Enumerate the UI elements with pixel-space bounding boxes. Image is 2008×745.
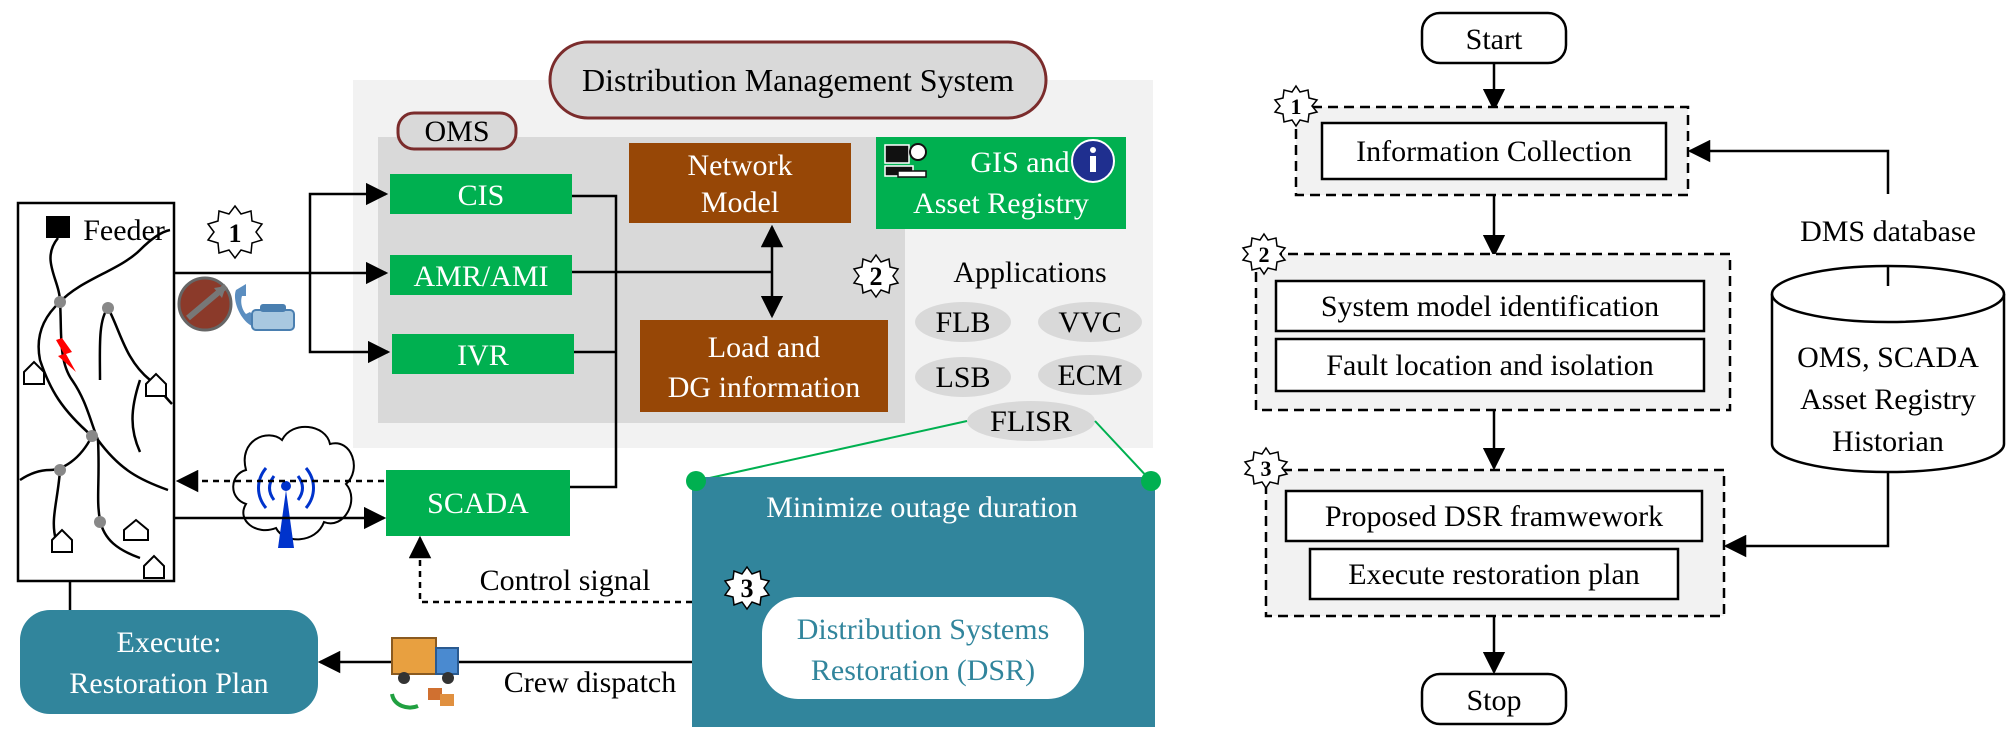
app-flisr: FLISR [967,401,1095,441]
svg-text:Network: Network [688,149,793,182]
oms-label: OMS [396,111,518,151]
svg-text:Restoration Plan: Restoration Plan [69,667,268,700]
svg-text:SCADA: SCADA [427,487,529,520]
svg-text:Fault location and isolation: Fault location and isolation [1326,349,1653,382]
app-vvc: VVC [1038,302,1142,342]
svg-text:VVC: VVC [1058,306,1121,339]
db-to-step3 [1723,472,1890,558]
flow-system-model: System model identification [1274,279,1706,333]
svg-text:AMR/AMI: AMR/AMI [413,260,548,293]
flisr-link-left [695,420,968,482]
svg-text:Restoration (DSR): Restoration (DSR) [811,654,1035,687]
amr-box: AMR/AMI [390,255,572,295]
dsr-box: Distribution Systems Restoration (DSR) [762,597,1084,699]
phone-icon [234,284,295,331]
svg-text:ECM: ECM [1057,359,1122,392]
svg-text:CIS: CIS [458,179,505,212]
flow-execute-plan: Execute restoration plan [1308,547,1680,601]
info-icon [1071,139,1115,183]
feeder-box: Feeder [16,201,176,583]
svg-text:Information Collection: Information Collection [1356,135,1632,168]
badge-3-flow: 3 [1243,446,1289,490]
svg-text:OMS: OMS [424,115,489,148]
crew-dispatch-label: Crew dispatch [504,666,676,699]
dms-title: Distribution Management System [548,40,1048,120]
feeder-source-icon [46,216,70,238]
db-title: DMS database [1800,215,1976,248]
svg-text:3: 3 [1261,456,1272,481]
flisr-link-right [1094,420,1152,482]
scada-box: SCADA [386,470,570,536]
feeder-ivr-line [308,273,391,364]
svg-text:System model identification: System model identification [1321,290,1659,323]
cis-scada-connector [570,194,618,489]
flow-proposed-dsr: Proposed DSR framwework [1284,489,1704,543]
app-ecm: ECM [1038,355,1142,395]
svg-text:LSB: LSB [935,361,990,394]
svg-text:Feeder: Feeder [83,214,165,247]
svg-text:Execute restoration plan: Execute restoration plan [1348,558,1640,591]
flow-fault-location: Fault location and isolation [1274,337,1706,393]
meter-icon [177,276,233,332]
svg-text:OMS, SCADA: OMS, SCADA [1797,341,1979,374]
gis-box: GIS and Asset Registry [876,137,1126,229]
app-lsb: LSB [915,357,1011,397]
svg-text:Asset Registry: Asset Registry [1800,383,1976,416]
feeder-cis-line [308,182,389,273]
svg-text:DG information: DG information [668,371,860,404]
svg-text:Start: Start [1466,23,1523,56]
svg-text:IVR: IVR [457,339,509,372]
svg-text:Historian: Historian [1832,425,1944,458]
svg-text:3: 3 [741,574,754,603]
svg-text:Proposed DSR framwework: Proposed DSR framwework [1325,500,1663,533]
cis-box: CIS [390,174,572,214]
control-signal-label: Control signal [480,564,651,597]
svg-text:FLISR: FLISR [990,405,1072,438]
ivr-box: IVR [392,334,574,374]
svg-text:2: 2 [1259,242,1270,267]
svg-text:Asset Registry: Asset Registry [913,187,1089,220]
computer-icon [884,143,927,178]
execute-box: Execute: Restoration Plan [20,610,318,714]
svg-text:1: 1 [229,219,242,248]
badge-2-flow: 2 [1241,232,1287,276]
svg-text:FLB: FLB [935,306,990,339]
fault-icon [56,338,76,372]
flow-start: Start [1420,11,1568,65]
svg-text:1: 1 [1291,94,1302,119]
svg-text:Distribution Systems: Distribution Systems [797,613,1050,646]
load-dg-box: Load and DG information [640,320,888,412]
house-icon [23,360,167,579]
svg-text:Execute:: Execute: [117,626,222,659]
svg-text:Model: Model [701,186,779,219]
flisr-dot-right [1141,471,1161,491]
flow-information-collection: Information Collection [1320,121,1668,181]
badge-2: 2 [852,253,900,299]
svg-text:Load and: Load and [708,331,820,364]
network-model-box: Network Model [629,143,851,223]
minimize-title: Minimize outage duration [766,491,1078,524]
db-to-step1 [1687,139,1890,194]
flisr-dot-left [686,471,706,491]
database-cylinder: OMS, SCADA Asset Registry Historian [1770,264,2006,474]
control-signal-arrow [408,535,692,604]
svg-text:2: 2 [870,262,883,291]
badge-1-left: 1 [206,204,264,260]
flow-stop: Stop [1420,672,1568,726]
truck-icon [390,637,459,710]
applications-title: Applications [953,256,1106,289]
wireless-cloud-icon [232,425,355,548]
svg-text:GIS and: GIS and [970,146,1069,179]
app-flb: FLB [915,302,1011,342]
badge-3-left: 3 [723,565,771,611]
svg-text:Distribution Management System: Distribution Management System [582,62,1014,98]
badge-1-flow: 1 [1273,84,1319,128]
svg-text:Stop: Stop [1466,684,1521,717]
